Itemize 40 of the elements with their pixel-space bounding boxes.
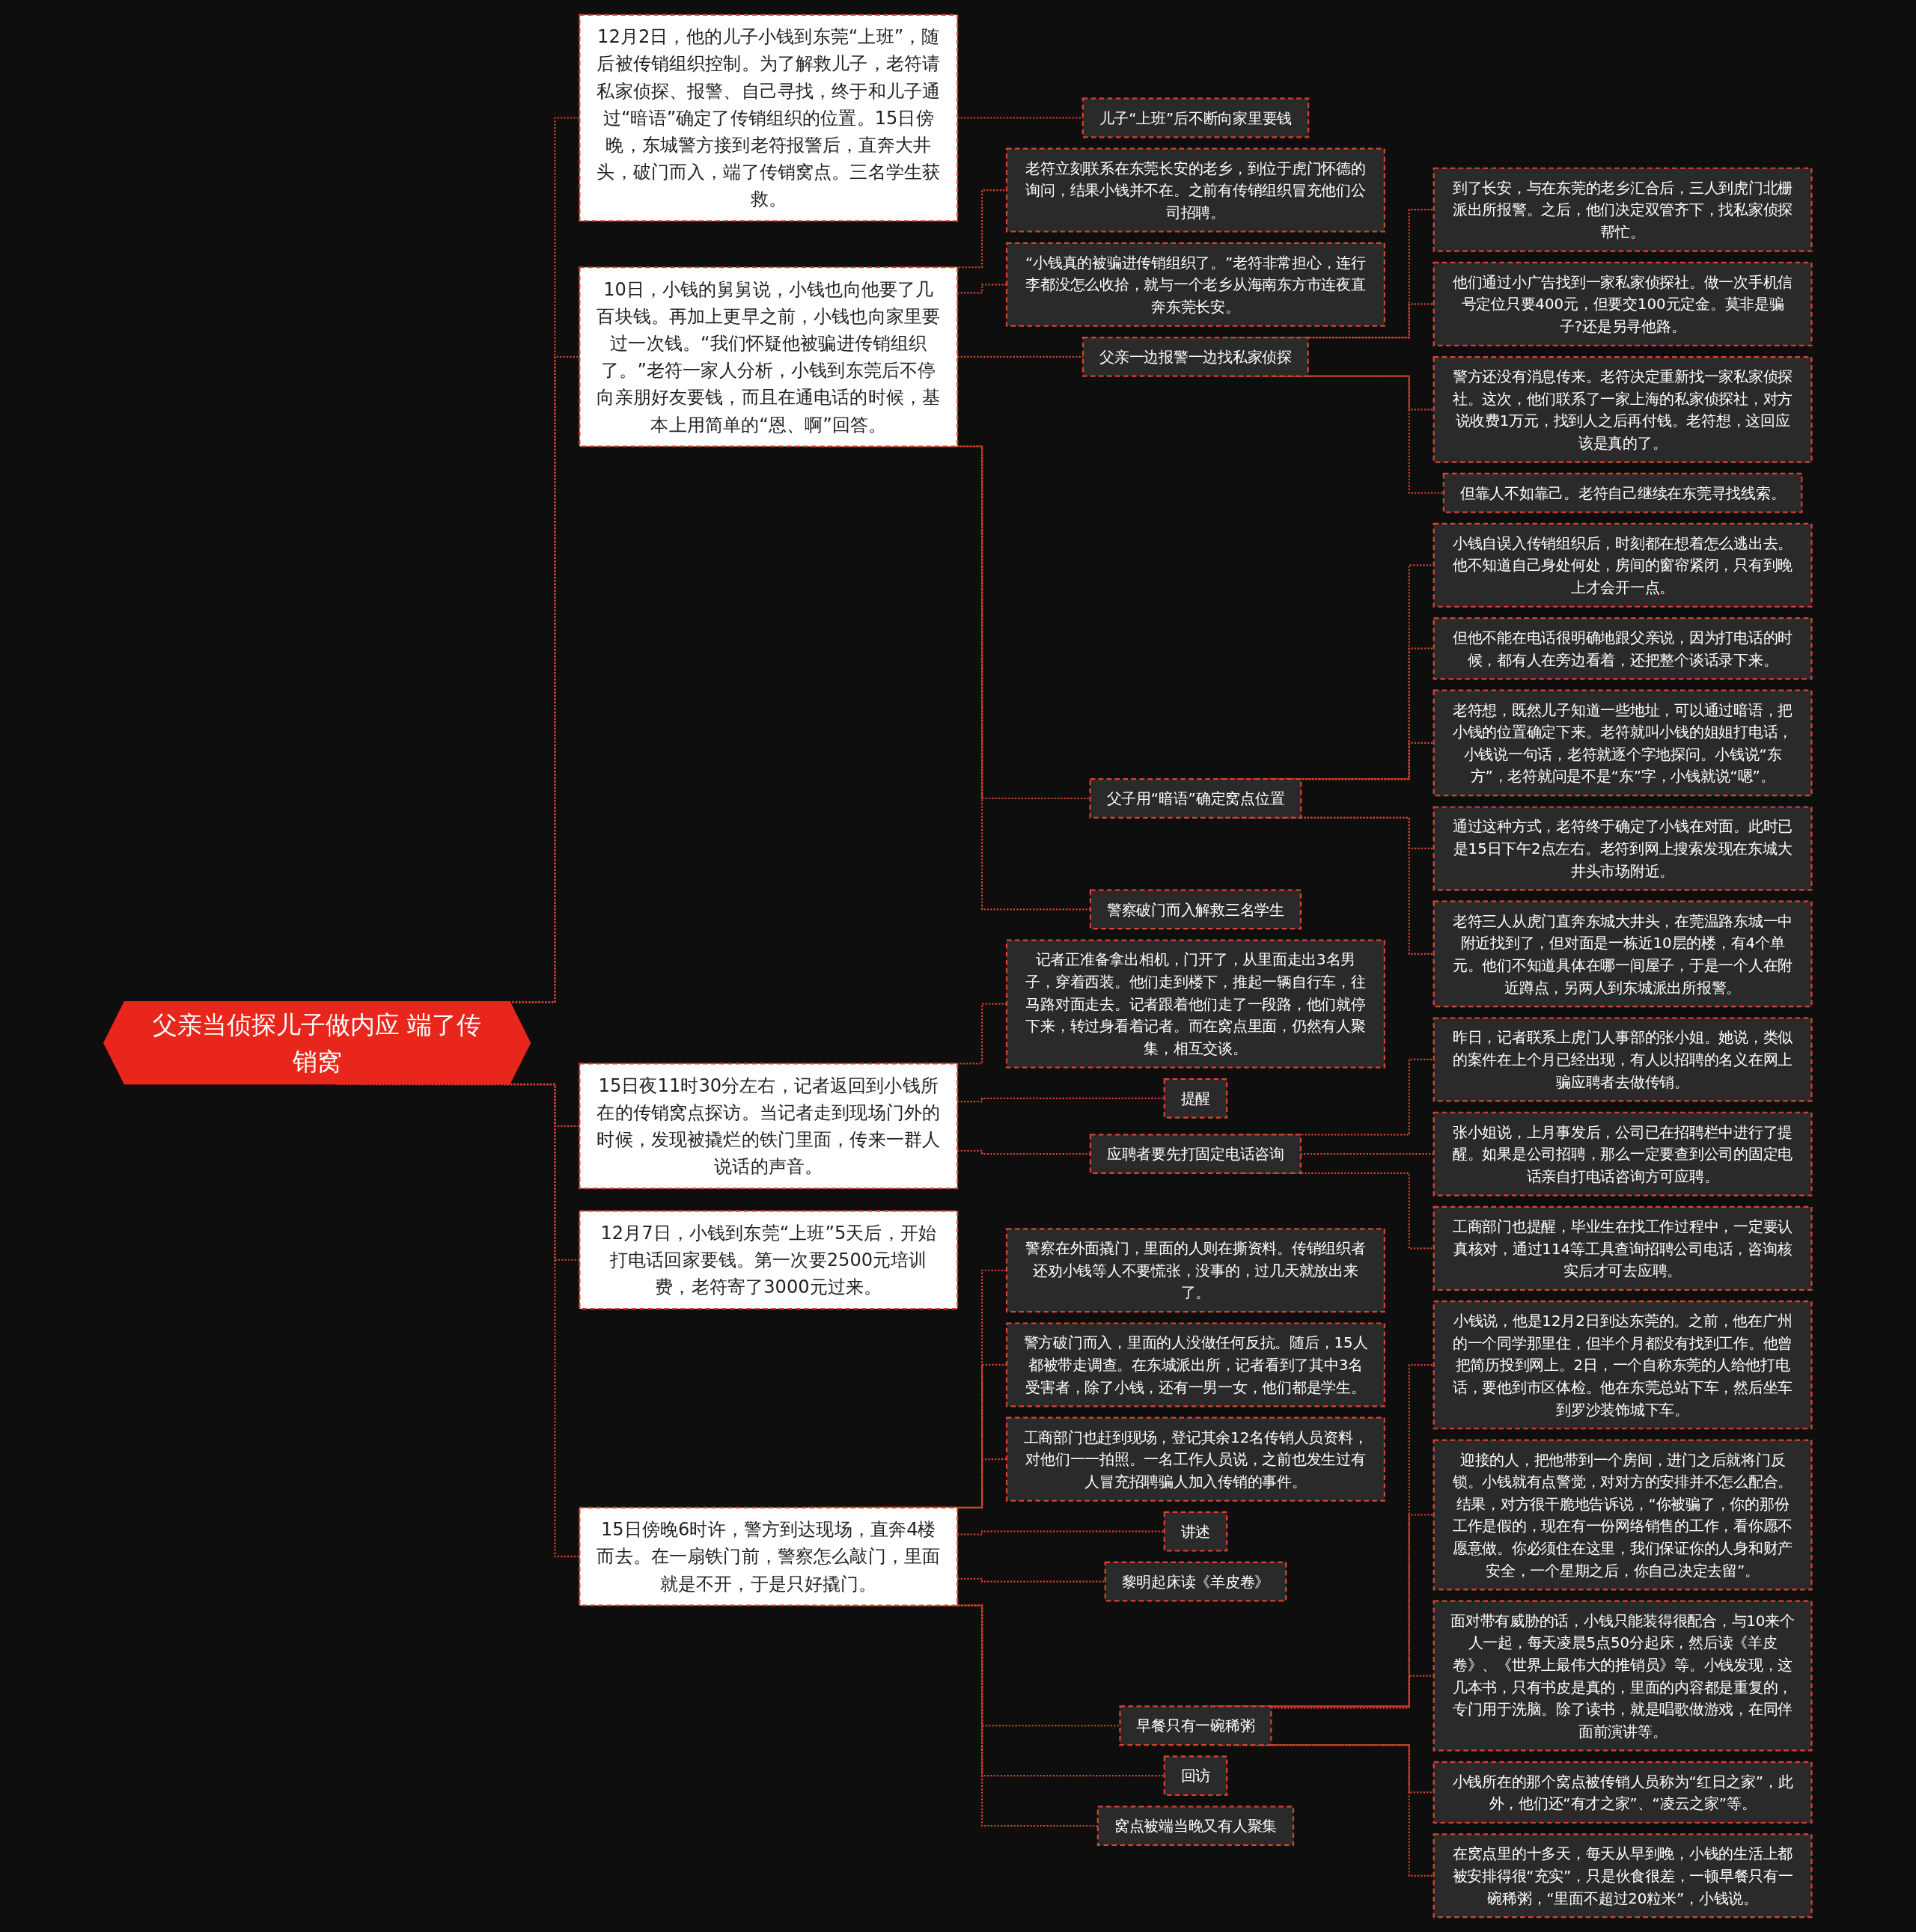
topic-box: 黎明起床读《羊皮卷》 [1104, 1561, 1287, 1602]
topic-box: 提醒 [1164, 1077, 1228, 1119]
topic-box: 回访 [1164, 1755, 1228, 1797]
topic-box: 12月7日，小钱到东莞“上班”5天后，开始打电话回家要钱。第一次要2500元培训费，老符寄了3000元过来。 [579, 1210, 959, 1310]
topic-box: 但靠人不如靠己。老符自己继续在东莞寻找线索。 [1443, 472, 1803, 513]
topic-box: 老符三人从虎门直奔东城大井头，在莞温路东城一中附近找到了，但对面是一栋近10层的楼，有4个单元。他们不知道具体在哪一间屋子，于是一个人在附近蹲点，另两人到东城派出所报警。 [1433, 900, 1813, 1008]
topic-box: 10日，小钱的舅舅说，小钱也向他要了几百块钱。再加上更早之前，小钱也向家里要过一次钱。“我们怀疑他被骗进传销组织了。”老符一家人分析，小钱到东莞后不停向亲朋好友要钱，而且在通电话的时候，基本上用简单的“恩、啊”回答。 [579, 266, 959, 447]
topic-box: 15日傍晚6时许，警方到达现场，直奔4楼而去。在一扇铁门前，警察怎么敲门，里面就是不开，于是只好撬门。 [579, 1506, 959, 1607]
topic-box: 早餐只有一碗稀粥 [1119, 1705, 1272, 1746]
topic-box: 老符想，既然儿子知道一些地址，可以通过暗语，把小钱的位置确定下来。老符就叫小钱的姐姐打电话，小钱说一句话，老符就逐个字地探问。小钱说“东方”，老符就问是不是“东”字，小钱就说“嗯”。 [1433, 689, 1813, 797]
topic-box: 警察破门而入解救三名学生 [1090, 889, 1302, 930]
topic-box: 警方破门而入，里面的人没做任何反抗。随后，15人都被带走调查。在东城派出所，记者看到了其中3名受害者，除了小钱，还有一男一女，他们都是学生。 [1006, 1322, 1386, 1407]
topic-box: 工商部门也赶到现场，登记其余12名传销人员资料，对他们一一拍照。一名工作人员说，之前也发生过有人冒充招聘骗人加入传销的事件。 [1006, 1416, 1386, 1502]
topic-box: 在窝点里的十多天，每天从早到晚，小钱的生活上都被安排得很“充实”，只是伙食很差，一顿早餐只有一碗稀粥，“里面不超过20粒米”，小钱说。 [1433, 1833, 1813, 1919]
topic-box: 老符立刻联系在东莞长安的老乡，到位于虎门怀德的询问，结果小钱并不在。之前有传销组织冒充他们公司招聘。 [1006, 147, 1386, 233]
topic-box: 到了长安，与在东莞的老乡汇合后，三人到虎门北栅派出所报警。之后，他们决定双管齐下，找私家侦探帮忙。 [1433, 167, 1813, 252]
topic-box: 通过这种方式，老符终于确定了小钱在对面。此时已是15日下午2点左右。老符到网上搜索发现在东城大井头市场附近。 [1433, 806, 1813, 891]
topic-box: 工商部门也提醒，毕业生在找工作过程中，一定要认真核对，通过114等工具查询招聘公司电话，咨询核实后才可去应聘。 [1433, 1205, 1813, 1291]
topic-box: 但他不能在电话很明确地跟父亲说，因为打电话的时候，都有人在旁边看着，还把整个谈话录下来。 [1433, 617, 1813, 680]
topic-box: 窝点被端当晚又有人聚集 [1097, 1806, 1295, 1846]
topic-box: 迎接的人，把他带到一个房间，进门之后就将门反锁。小钱就有点警觉，对对方的安排并不怎么配合。结果，对方很干脆地告诉说，“你被骗了，你的那份工作是假的，现在有一份网络销售的工作，看你愿不愿意做。你必须住在这里，我们保证你的人身和财产安全，一个星期之后，你自己决定去留”。 [1433, 1439, 1813, 1591]
topic-hexagon: 父亲当侦探儿子做内应 端了传销窝 [103, 1001, 531, 1085]
topic-box: 儿子“上班”后不断向家里要钱 [1082, 97, 1310, 138]
topic-box: 面对带有威胁的话，小钱只能装得很配合，与10来个人一起，每天凌晨5点50分起床，然后读《羊皮卷》、《世界上最伟大的推销员》等。小钱发现，这几本书，只有书皮是真的，里面的内容都是重复的，专门用于洗脑。除了读书，就是唱歌做游戏，在同伴面前演讲等。 [1433, 1600, 1813, 1752]
topic-box: 应聘者要先打固定电话咨询 [1090, 1134, 1302, 1175]
topic-box: 记者正准备拿出相机，门开了，从里面走出3名男子，穿着西装。他们走到楼下，推起一辆自行车，往马路对面走去。记者跟着他们走了一段路，他们就停下来，转过身看着记者。而在窝点里面，仍然有人聚集，相互交谈。 [1006, 939, 1386, 1069]
topic-box: 警察在外面撬门，里面的人则在撕资料。传销组织者还劝小钱等人不要慌张，没事的，过几天就放出来了。 [1006, 1228, 1386, 1313]
topic-box: 小钱所在的那个窝点被传销人员称为“红日之家”，此外，他们还“有才之家”、“凌云之家”等。 [1433, 1761, 1813, 1824]
topic-box: “小钱真的被骗进传销组织了。”老符非常担心，连行李都没怎么收拾，就与一个老乡从海南东方市连夜直奔东莞长安。 [1006, 242, 1386, 327]
topic-box: 父亲一边报警一边找私家侦探 [1082, 336, 1310, 377]
topic-box: 他们通过小广告找到一家私家侦探社。做一次手机信号定位只要400元，但要交100元定金。莫非是骗子?还是另寻他路。 [1433, 261, 1813, 346]
topic-box: 15日夜11时30分左右，记者返回到小钱所在的传销窝点探访。当记者走到现场门外的时候，发现被撬烂的铁门里面，传来一群人说话的声音。 [579, 1063, 959, 1190]
topic-box: 12月2日，他的儿子小钱到东莞“上班”，随后被传销组织控制。为了解救儿子，老符请私家侦探、报警、自己寻找，终于和儿子通过“暗语”确定了传销组织的位置。15日傍晚，东城警方接到老符报警后，直奔大井头，破门而入，端了传销窝点。三名学生获救。 [579, 13, 959, 222]
topic-box: 昨日，记者联系上虎门人事部的张小姐。她说，类似的案件在上个月已经出现，有人以招聘的名义在网上骗应聘者去做传销。 [1433, 1017, 1813, 1102]
topic-box: 小钱自误入传销组织后，时刻都在想着怎么逃出去。他不知道自己身处何处，房间的窗帘紧闭，只有到晚上才会开一点。 [1433, 522, 1813, 608]
topic-box: 父子用“暗语”确定窝点位置 [1089, 778, 1302, 819]
topic-box: 张小姐说，上月事发后，公司已在招聘栏中进行了提醒。如果是公司招聘，那么一定要查到公司的固定电话亲自打电话咨询方可应聘。 [1433, 1111, 1813, 1196]
topic-box: 警方还没有消息传来。老符决定重新找一家私家侦探社。这次，他们联系了一家上海的私家侦探社，对方说收费1万元，找到人之后再付钱。老符想，这回应该是真的了。 [1433, 356, 1813, 463]
topic-box: 小钱说，他是12月2日到达东莞的。之前，他在广州的一个同学那里住，但半个月都没有找到工作。他曾把简历投到网上。2日，一个自称东莞的人给他打电话，要他到市区体检。他在东莞总站下车，然后坐车到罗沙装饰城下车。 [1433, 1300, 1813, 1430]
topic-box: 讲述 [1164, 1511, 1228, 1552]
